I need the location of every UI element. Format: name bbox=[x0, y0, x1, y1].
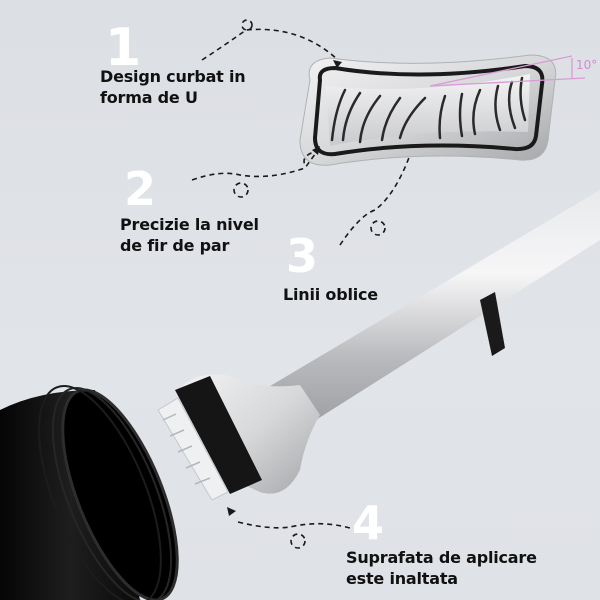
connector-2 bbox=[191, 149, 319, 181]
feature-1-number: 1 bbox=[105, 18, 142, 78]
feature-2-label-line2: de fir de par bbox=[120, 236, 230, 255]
angle-label: 10° bbox=[576, 58, 598, 72]
connector-3 bbox=[339, 154, 411, 246]
feature-4-number: 4 bbox=[352, 496, 385, 550]
feature-3-number: 3 bbox=[286, 229, 319, 283]
feature-3-label-line1: Linii oblice bbox=[283, 285, 378, 304]
feature-2-label-line1: Precizie la nivel bbox=[120, 215, 259, 234]
connector-4 bbox=[237, 521, 351, 529]
feature-4-label-line2: este inaltata bbox=[346, 569, 458, 588]
feature-3-label: Linii oblice bbox=[283, 284, 378, 305]
brush-handle bbox=[157, 190, 600, 501]
feature-4-label: Suprafata de aplicare este inaltata bbox=[346, 547, 537, 589]
handle-ring bbox=[480, 292, 505, 356]
feature-4-label-line1: Suprafata de aplicare bbox=[346, 548, 537, 567]
feature-2-number: 2 bbox=[124, 162, 157, 216]
arrowhead-1 bbox=[333, 60, 342, 68]
feature-1-label-line1: Design curbat in bbox=[100, 67, 246, 86]
connector-1 bbox=[201, 28, 339, 61]
arrowhead-2 bbox=[312, 146, 320, 155]
feature-2-label: Precizie la nivel de fir de par bbox=[120, 214, 259, 256]
brush-head-closeup bbox=[299, 54, 557, 166]
angle-indicator bbox=[429, 55, 586, 87]
feature-1-label-line2: forma de U bbox=[100, 88, 198, 107]
black-container bbox=[0, 385, 179, 600]
arrowhead-4 bbox=[227, 507, 236, 516]
feature-1-label: Design curbat in forma de U bbox=[100, 66, 246, 108]
